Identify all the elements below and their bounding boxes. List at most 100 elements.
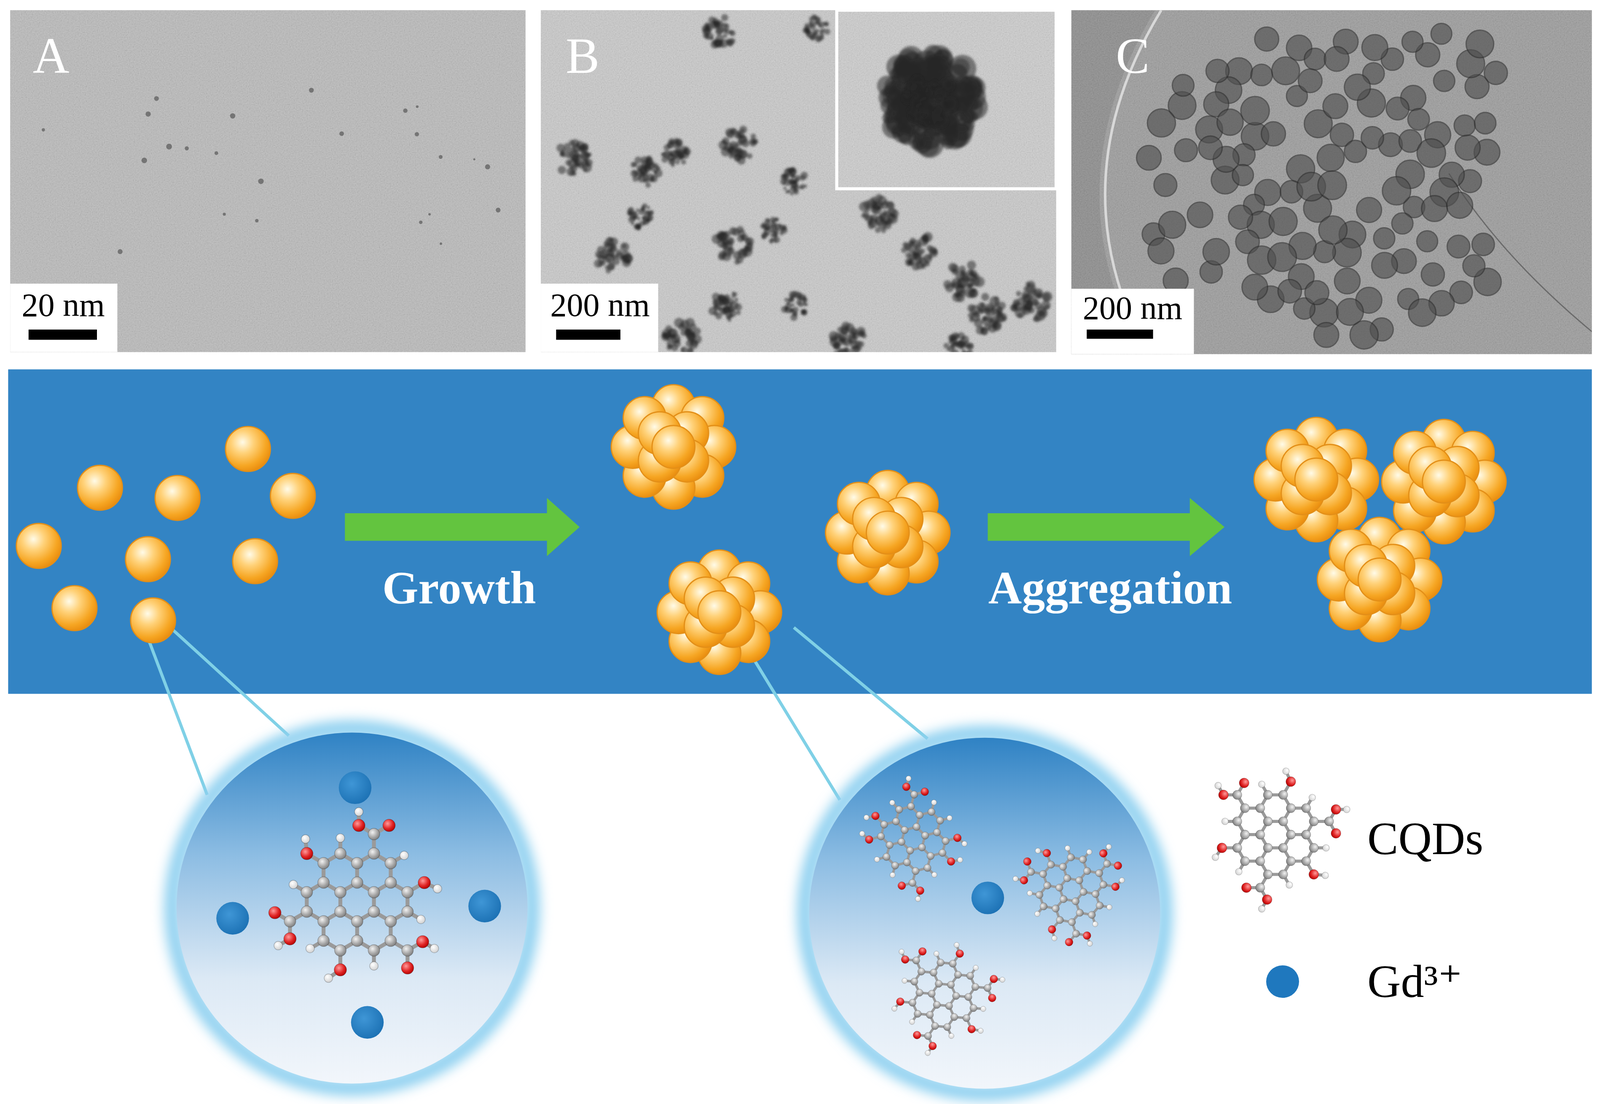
gd-ion (468, 889, 501, 923)
tem-grain-dot (1044, 304, 1050, 310)
atom (947, 1032, 956, 1041)
atom (1286, 856, 1296, 867)
tem-grain-dot (737, 156, 746, 165)
atom (334, 944, 347, 957)
atom (367, 828, 380, 841)
scale-box (10, 283, 118, 352)
atom (912, 822, 921, 832)
atom (890, 861, 900, 870)
tem-grain-dot (736, 225, 744, 234)
tem-cluster (759, 217, 788, 245)
atom (1262, 894, 1273, 905)
tem-grain-dot (642, 221, 647, 226)
tem-grain-dot (719, 231, 726, 238)
atom (418, 876, 431, 889)
tem-nanoparticle (1318, 215, 1348, 245)
tem-nanoparticle (1254, 26, 1279, 52)
atom (300, 886, 313, 899)
atom (906, 802, 916, 811)
atom (1321, 872, 1329, 879)
tem-grain-dot (979, 326, 985, 331)
atom (881, 852, 891, 862)
tem-nanoparticle (1455, 135, 1480, 161)
atom (946, 856, 956, 867)
atom (1118, 877, 1126, 884)
tem-grain-dot (1015, 291, 1022, 297)
atom (879, 820, 889, 830)
tem-grain-dot (867, 221, 872, 226)
atom (858, 830, 866, 838)
tem-grain-dot (684, 328, 696, 339)
tem-grain-dot (604, 253, 615, 264)
tem-panel-c (1071, 10, 1592, 355)
tem-grain-dot (557, 165, 567, 175)
atom (907, 998, 918, 1009)
tem-grain-dot (559, 151, 566, 157)
nanoparticle (1294, 458, 1338, 502)
atom (1218, 790, 1229, 800)
tem-grain-dot (729, 30, 736, 37)
tem-grain-dot (600, 260, 606, 266)
atom (382, 819, 395, 832)
atom (928, 967, 939, 978)
tem-nanoparticle (1304, 280, 1329, 305)
tem-nanoparticle (1317, 144, 1345, 172)
tem-nanoparticle (1147, 109, 1176, 137)
atom (926, 851, 935, 861)
tem-grain-dot (932, 66, 947, 81)
atom (945, 979, 956, 991)
atom (351, 935, 364, 948)
tem-nanoparticle (1323, 93, 1348, 119)
tem-grain-dot (633, 224, 639, 230)
atom (970, 982, 981, 993)
nanoparticle (155, 475, 201, 521)
tem-grain-dot (874, 200, 884, 210)
atom (954, 948, 966, 960)
tem-nanoparticle (1136, 145, 1162, 170)
atom (1240, 803, 1250, 814)
tem-cluster (802, 14, 831, 43)
atom (1087, 910, 1097, 920)
tem-grain-dot (961, 351, 968, 353)
atom (926, 807, 936, 817)
tem-grain-dot (915, 254, 920, 258)
atom (1232, 843, 1242, 853)
atom (1038, 902, 1049, 912)
tem-grain-dot (687, 347, 693, 353)
tem-dot (214, 151, 219, 156)
atom (369, 961, 379, 971)
atom (923, 863, 932, 873)
tem-dot (418, 220, 423, 225)
atom (963, 992, 974, 1003)
tem-grain-dot (630, 169, 639, 178)
tem-grain-dot (649, 176, 656, 183)
atom (1071, 928, 1081, 939)
tem-nanoparticle (1240, 96, 1270, 125)
atom (1308, 794, 1316, 802)
tem-dot (438, 155, 443, 159)
atom (1263, 869, 1273, 880)
tem-grain-dot (996, 306, 1004, 314)
atom (1240, 856, 1250, 867)
atom (284, 915, 296, 928)
tem-grain-dot (790, 314, 798, 322)
tem-grain-dot (995, 313, 1005, 323)
tem-panel: A20 nm (10, 10, 526, 352)
nanoparticle (130, 598, 176, 644)
atom (946, 814, 954, 822)
tem-grain-dot (783, 306, 789, 311)
tem-grain-dot (762, 223, 768, 230)
atom (300, 847, 313, 860)
tem-nanoparticle (1382, 176, 1411, 205)
atom (1331, 804, 1341, 815)
tem-dot (428, 213, 431, 216)
legend-sample (1211, 767, 1351, 913)
tem-nanoparticle (1324, 46, 1349, 72)
tem-grain-dot (646, 214, 654, 221)
atom (324, 974, 333, 983)
atom (900, 977, 909, 986)
tem-cluster (1009, 280, 1053, 323)
tem-grain-dot (964, 97, 979, 112)
tem-grain-dot (568, 139, 575, 146)
tem-grain-dot (620, 242, 630, 252)
